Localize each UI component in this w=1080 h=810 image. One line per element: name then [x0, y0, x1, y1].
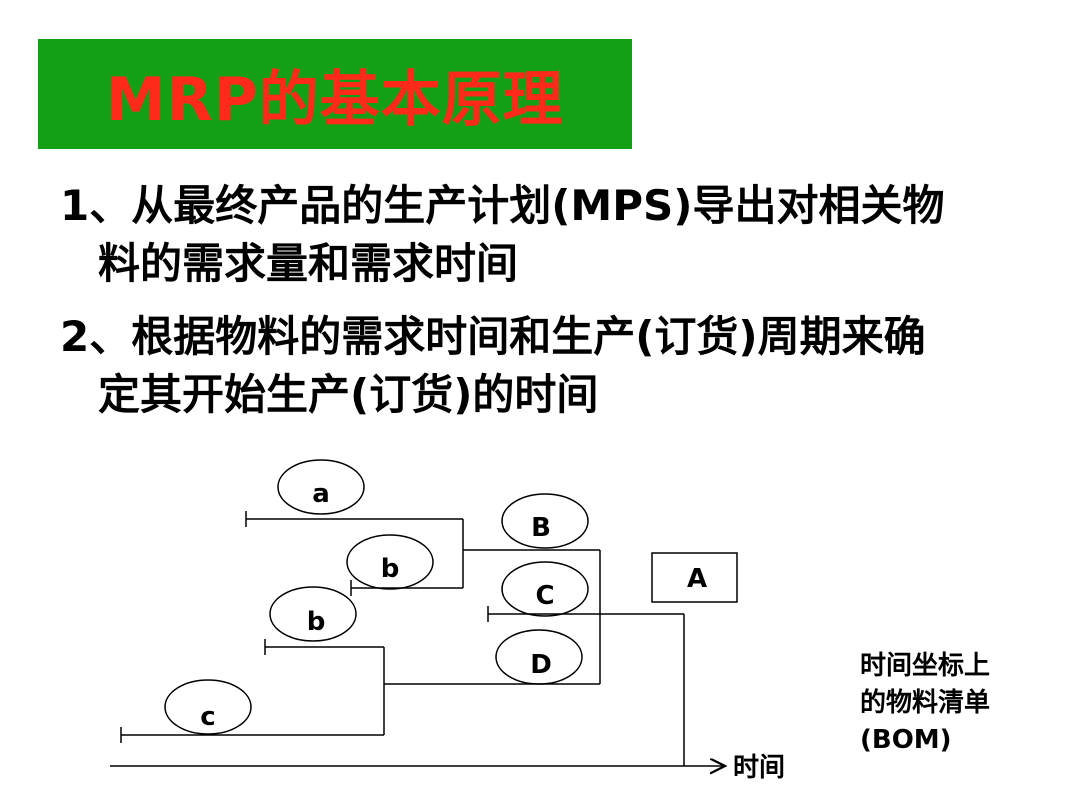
node-a-ellipse [277, 459, 365, 515]
node-c-label: c [200, 702, 215, 732]
bullet-number: 1、 [60, 181, 132, 230]
node-B-label: B [531, 513, 551, 543]
node-D-ellipse [495, 629, 583, 685]
caption-line: 时间坐标上 [860, 651, 991, 681]
caption-line: 的物料清单 [860, 688, 991, 718]
node-B-ellipse [501, 493, 589, 549]
node-b2-ellipse [269, 586, 357, 642]
node-C-ellipse [501, 561, 589, 617]
slide-title: MRP的基本原理 [106, 64, 564, 135]
diagram-caption: 时间坐标上 的物料清单 (BOM) [860, 648, 1070, 759]
node-A-box [651, 552, 738, 603]
bullet-point-2: 2、根据物料的需求时间和生产(订货)周期来确 定其开始生产(订货)的时间 [60, 308, 1050, 424]
bullet-text-line2: 定其开始生产(订货)的时间 [98, 370, 599, 419]
node-c-ellipse [164, 679, 252, 735]
time-axis-label: 时间 [733, 753, 785, 783]
node-D-label: D [530, 650, 552, 680]
bullet-point-1: 1、从最终产品的生产计划(MPS)导出对相关物 料的需求量和需求时间 [60, 177, 1050, 293]
node-a-label: a [312, 479, 330, 509]
node-b1-label: b [381, 554, 400, 584]
node-A-label: A [687, 564, 707, 594]
bullet-text-line1: 根据物料的需求时间和生产(订货)周期来确 [131, 312, 926, 361]
bullet-text-line1: 从最终产品的生产计划(MPS)导出对相关物 [131, 181, 945, 230]
node-b2-label: b [307, 607, 326, 637]
title-banner: MRP的基本原理 [38, 39, 632, 149]
caption-line: (BOM) [860, 725, 952, 755]
node-b1-ellipse [346, 534, 434, 590]
node-C-label: C [535, 581, 554, 611]
bullet-text-line2: 料的需求量和需求时间 [98, 239, 519, 288]
bullet-number: 2、 [60, 312, 132, 361]
